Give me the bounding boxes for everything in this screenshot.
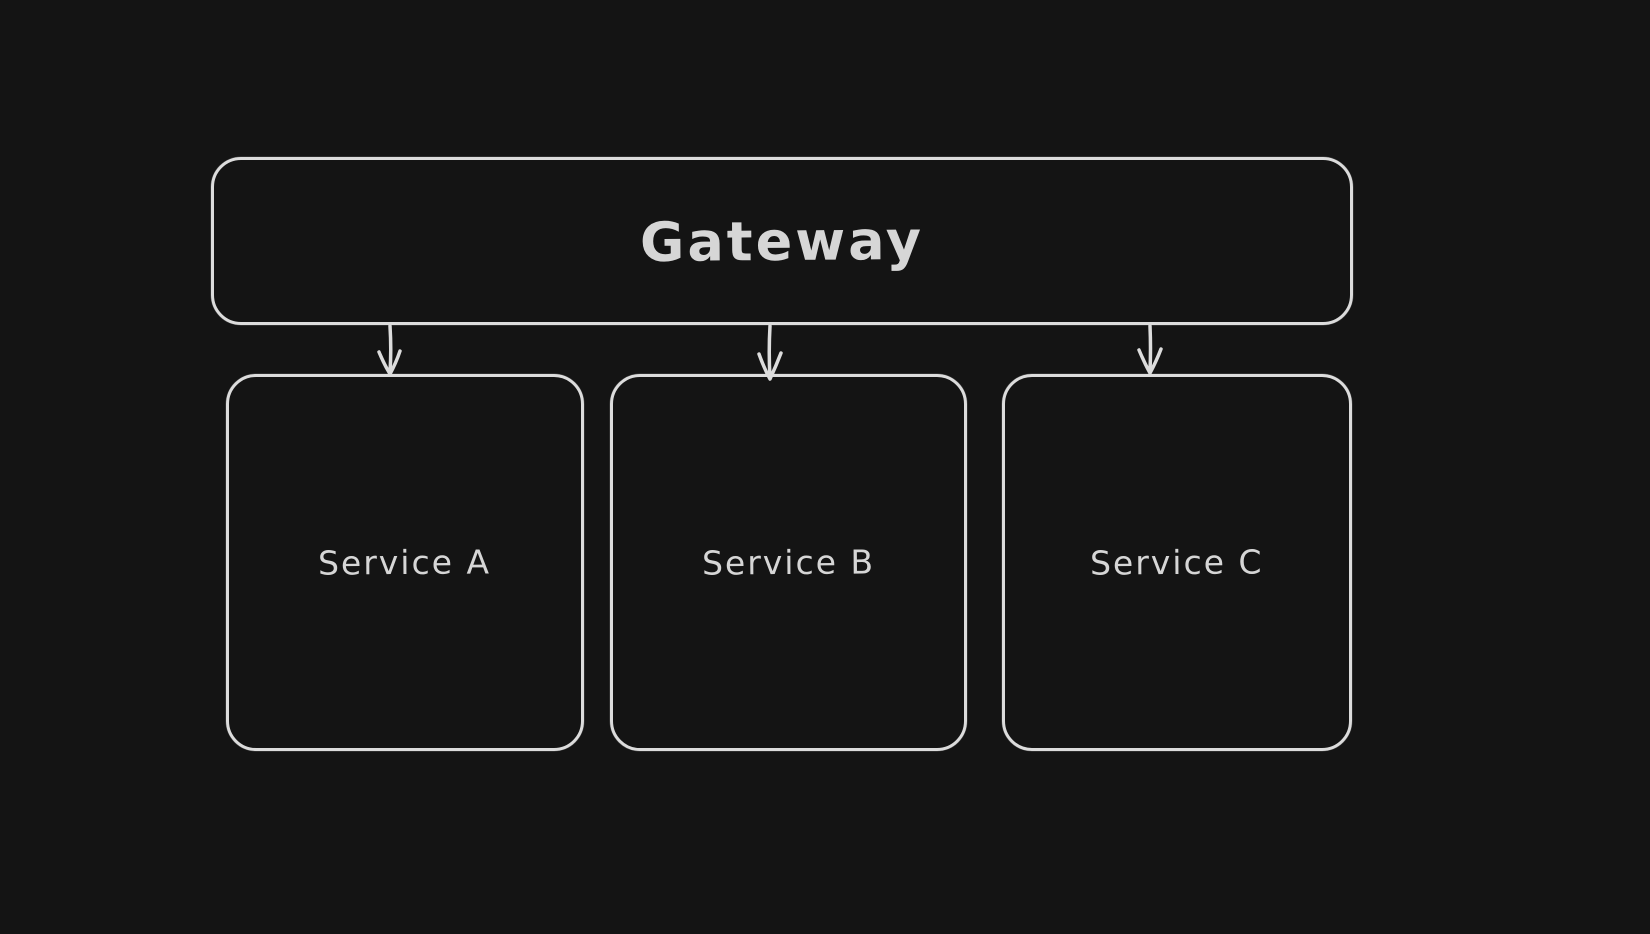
node-gateway-label: Gateway <box>639 208 925 274</box>
arrow-gateway-to-service-c[interactable] <box>1137 324 1163 375</box>
node-service-b-label: Service B <box>701 542 876 583</box>
node-service-a[interactable]: Service A <box>226 374 584 751</box>
arrow-gateway-to-service-b[interactable] <box>757 324 783 381</box>
node-gateway[interactable]: Gateway <box>211 157 1353 325</box>
node-service-a-label: Service A <box>318 542 492 583</box>
node-service-c-label: Service C <box>1090 542 1264 583</box>
node-service-b[interactable]: Service B <box>610 374 967 751</box>
node-service-c[interactable]: Service C <box>1002 374 1352 751</box>
arrow-gateway-to-service-a[interactable] <box>377 324 402 376</box>
